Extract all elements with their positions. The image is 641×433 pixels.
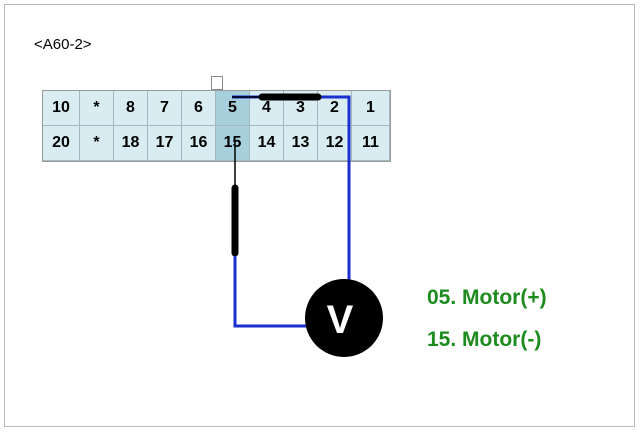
pin-13: 13 [284,126,318,161]
pin-11: 11 [352,126,390,161]
pin-14: 14 [250,126,284,161]
voltmeter-icon [305,279,383,357]
pin-6: 6 [182,91,216,126]
pin-20: 20 [43,126,80,161]
voltmeter-label: V [326,298,354,342]
pin-1: 1 [352,91,390,126]
connector-a60-2: 10 * 8 7 6 5 4 3 2 1 20 * 18 17 16 15 14… [42,90,391,162]
connector-name: <A60-2> [34,36,92,53]
connector-lock-tab [211,76,223,90]
pin-blank-bottom: * [80,126,114,161]
pin-16: 16 [182,126,216,161]
pin-17: 17 [148,126,182,161]
pin-4: 4 [250,91,284,126]
legend-motor-negative: 15. Motor(-) [427,328,542,351]
pin-15: 15 [216,126,250,161]
pin-18: 18 [114,126,148,161]
pin-7: 7 [148,91,182,126]
positive-lead-wire [232,95,351,287]
diagram-frame [4,4,635,427]
pin-3: 3 [284,91,318,126]
pin-blank-top: * [80,91,114,126]
legend-motor-positive: 05. Motor(+) [427,286,547,309]
negative-lead-wire [233,256,310,328]
pin-10: 10 [43,91,80,126]
pin-8: 8 [114,91,148,126]
pin-2: 2 [318,91,352,126]
pin-12: 12 [318,126,352,161]
